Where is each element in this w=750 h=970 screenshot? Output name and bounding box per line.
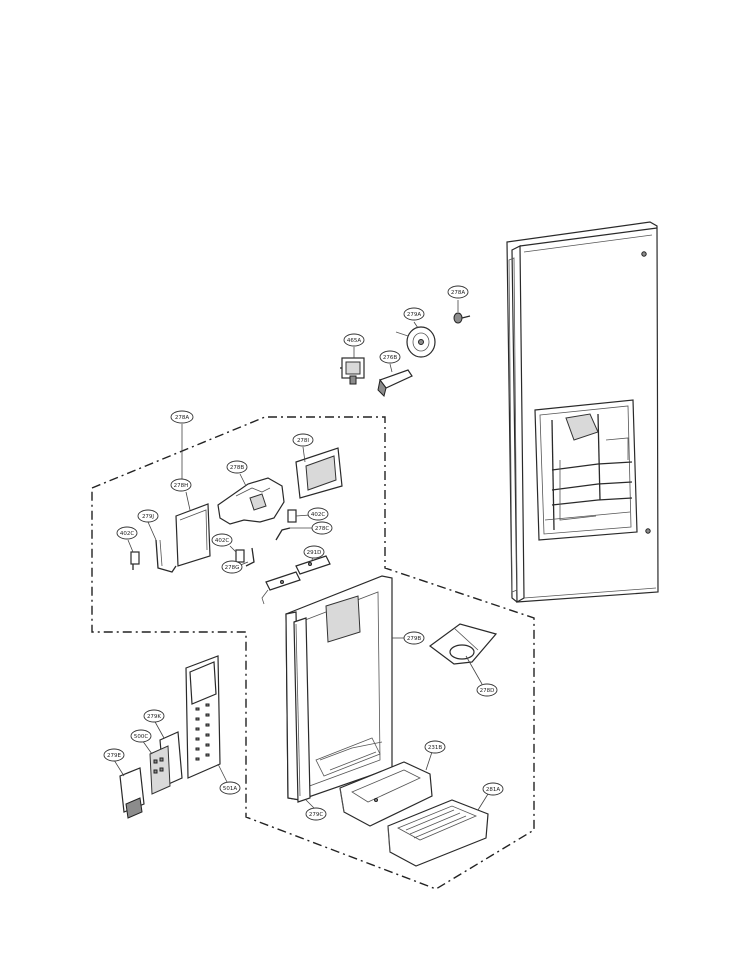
label-278B: 278B — [226, 460, 248, 474]
svg-text:279C: 279C — [309, 812, 323, 818]
part-278I-cover — [295, 446, 343, 499]
svg-text:278B: 278B — [230, 465, 244, 471]
label-281A: 281A — [482, 782, 504, 796]
label-279A: 279A — [403, 307, 425, 321]
part-291D-pcb — [261, 551, 331, 605]
svg-text:281A: 281A — [486, 787, 500, 793]
label-278G: 278G — [221, 560, 243, 574]
part-501A-control-panel — [185, 655, 229, 785]
svg-text:278H: 278H — [174, 483, 189, 489]
part-279B-housing — [285, 575, 406, 803]
part-281A-grille-tray — [387, 793, 489, 867]
part-278D-funnel — [428, 623, 498, 685]
svg-text:279K: 279K — [147, 714, 161, 720]
label-500C: 500C — [130, 729, 152, 743]
svg-text:465A: 465A — [347, 338, 361, 344]
svg-text:279E: 279E — [107, 753, 121, 759]
svg-text:276B: 276B — [383, 355, 397, 361]
svg-text:402C: 402C — [311, 512, 325, 518]
label-291D: 291D — [303, 545, 325, 559]
svg-text:231B: 231B — [428, 745, 442, 751]
part-465A-solenoid — [340, 347, 365, 385]
part-402C-switch-right — [287, 509, 311, 523]
label-279K: 279K — [143, 709, 165, 723]
assembly-boundary — [91, 416, 535, 890]
label-278A-box: 278A — [170, 410, 194, 424]
label-231B: 231B — [424, 740, 446, 754]
label-465A: 465A — [343, 333, 365, 347]
door-screw-bottom — [645, 528, 651, 534]
part-402C-switch-mid — [229, 545, 245, 563]
part-276B-bracket — [377, 363, 413, 397]
label-279J: 279J — [137, 509, 159, 523]
label-278A: 278A — [447, 285, 469, 299]
door-screw-top — [641, 251, 647, 257]
part-279J-lever — [147, 521, 177, 573]
label-278H: 278H — [170, 478, 192, 492]
label-278C: 278C — [311, 521, 333, 535]
svg-text:278C: 278C — [315, 526, 329, 532]
svg-text:501A: 501A — [223, 786, 237, 792]
svg-text:402C: 402C — [120, 531, 134, 537]
svg-text:279J: 279J — [142, 514, 154, 520]
part-278H-panel — [175, 491, 211, 567]
part-402C-switch-left — [127, 539, 140, 570]
label-278I: 278I — [292, 433, 314, 447]
svg-text:500C: 500C — [134, 734, 148, 740]
part-231B-tray — [339, 751, 433, 827]
part-279E-bracket — [113, 759, 145, 819]
part-500C-pcb — [141, 739, 171, 795]
label-402C-left: 402C — [116, 526, 138, 540]
label-278D: 278D — [476, 683, 498, 697]
svg-text:278D: 278D — [480, 688, 495, 694]
svg-text:278A: 278A — [175, 415, 189, 421]
svg-text:278G: 278G — [225, 565, 240, 571]
svg-text:278I: 278I — [297, 438, 309, 444]
label-279C: 279C — [305, 807, 327, 821]
svg-text:279B: 279B — [407, 636, 421, 642]
part-279A-motor — [395, 321, 436, 358]
svg-text:402C: 402C — [215, 538, 229, 544]
svg-text:278A: 278A — [451, 290, 465, 296]
label-279E: 279E — [103, 748, 125, 762]
part-278C-spring — [275, 527, 314, 541]
label-276B: 276B — [379, 350, 401, 364]
label-279B: 279B — [403, 631, 425, 645]
label-402C-mid: 402C — [211, 533, 233, 547]
part-278B-housing — [217, 473, 285, 525]
svg-text:279A: 279A — [407, 312, 421, 318]
svg-text:291D: 291D — [307, 550, 322, 556]
label-402C-right: 402C — [307, 507, 329, 521]
part-278A-clip — [453, 300, 471, 324]
door-panel — [506, 221, 659, 604]
label-501A: 501A — [219, 781, 241, 795]
